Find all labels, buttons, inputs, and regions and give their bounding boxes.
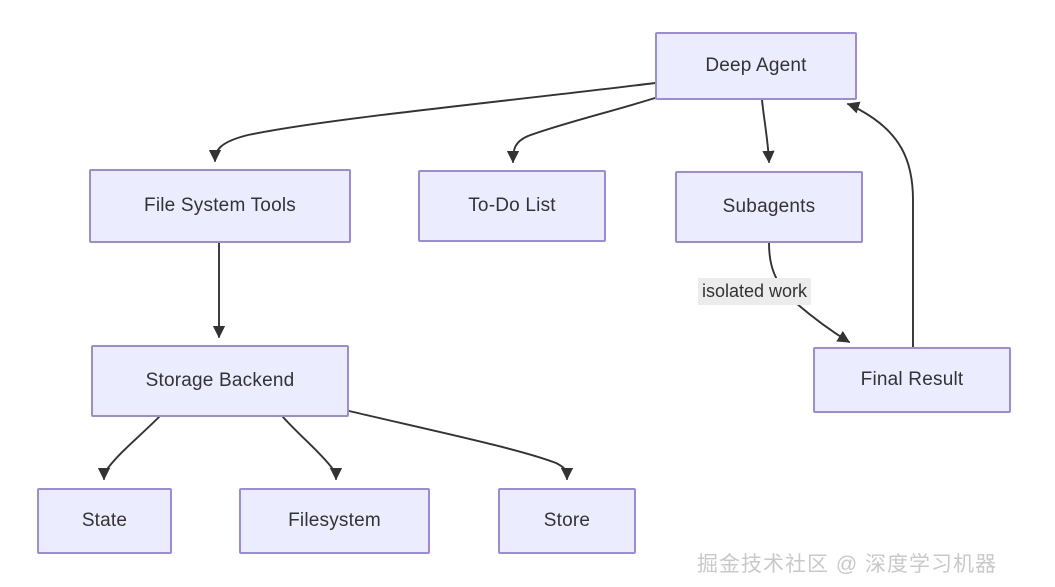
node-label: State: [81, 510, 128, 531]
node-label: Filesystem: [288, 510, 381, 531]
edge-storage-backend-to-state: [97, 416, 160, 481]
node-label: Storage Backend: [145, 370, 295, 391]
edge-deep-agent-to-file-system-tools: [208, 82, 656, 163]
node-state[interactable]: State: [37, 488, 172, 554]
edge-final-result-to-deep-agent: [846, 101, 914, 348]
node-label: Store: [543, 510, 591, 531]
node-deep-agent[interactable]: Deep Agent: [655, 32, 857, 100]
node-storage-backend[interactable]: Storage Backend: [91, 345, 349, 417]
edge-storage-backend-to-store: [348, 410, 574, 481]
edge-storage-backend-to-filesystem: [282, 416, 343, 481]
node-label: Final Result: [860, 369, 964, 390]
node-subagents[interactable]: Subagents: [675, 171, 863, 243]
edge-deep-agent-to-to-do-list: [506, 97, 656, 164]
node-filesystem[interactable]: Filesystem: [239, 488, 430, 554]
watermark: 掘金技术社区 @ 深度学习机器: [697, 553, 997, 576]
node-label: To-Do List: [468, 195, 556, 216]
node-final-result[interactable]: Final Result: [813, 347, 1011, 413]
node-to-do-list[interactable]: To-Do List: [418, 170, 606, 242]
node-label: File System Tools: [144, 195, 296, 216]
node-store[interactable]: Store: [498, 488, 636, 554]
node-label: Subagents: [722, 196, 816, 217]
node-file-system-tools[interactable]: File System Tools: [89, 169, 351, 243]
edge-label-isolated-work: isolated work: [698, 278, 812, 305]
edge-deep-agent-to-subagents: [761, 99, 775, 164]
node-label: Deep Agent: [705, 55, 807, 76]
